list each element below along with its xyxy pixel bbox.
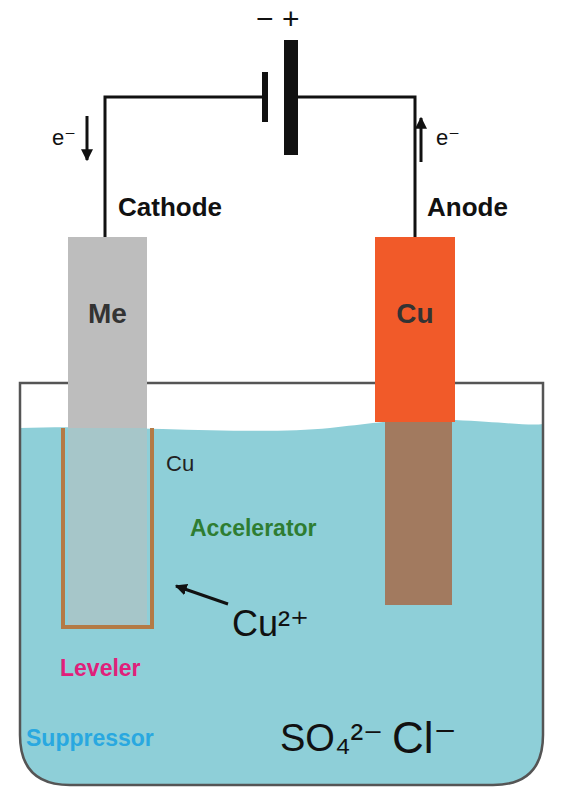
wire (298, 97, 415, 240)
additive-label: Suppressor (26, 726, 154, 751)
anode-submerged (385, 420, 452, 605)
electron-flow-arrow (86, 116, 89, 160)
electron-label: e⁻ (52, 126, 76, 150)
ion-label: SO₄²⁻ (280, 718, 383, 760)
ion-label: Cu²⁺ (232, 604, 309, 644)
anode-electrode: AnodeCu (375, 237, 455, 422)
electron-flow-arrow (420, 118, 423, 162)
electron-label: e⁻ (436, 126, 460, 150)
battery-positive-plate (284, 40, 298, 155)
electrode-role-label: Anode (427, 193, 508, 222)
electrode-role-label: Cathode (118, 193, 222, 222)
wire (105, 97, 262, 240)
polarity-sign: + (282, 2, 300, 35)
polarity-sign: − (256, 2, 274, 35)
ion-label: Cl⁻ (392, 714, 457, 762)
electrode-material-label: Me (68, 299, 147, 330)
additive-label: Leveler (60, 656, 141, 681)
cathode-electrode: CathodeMe (68, 237, 147, 625)
deposit-label: Cu (166, 452, 194, 476)
additive-label: Accelerator (190, 516, 317, 541)
ion-migration-arrow (176, 586, 228, 604)
battery-negative-plate (262, 72, 268, 122)
electrode-material-label: Cu (375, 299, 455, 330)
